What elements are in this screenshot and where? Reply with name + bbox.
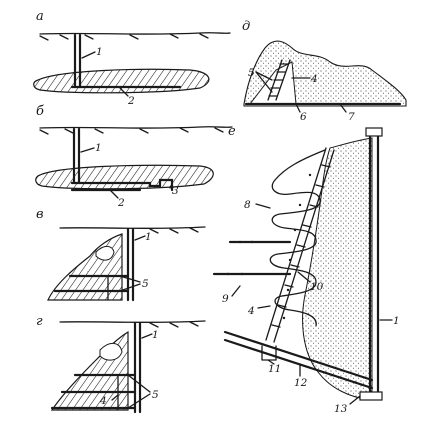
leader-7 [339,103,347,113]
label-12: 12 [294,377,308,389]
panel-g-letter: г [36,314,43,329]
label-6: 6 [300,111,307,123]
leader-10 [297,271,311,283]
leader-8 [255,203,271,209]
label-1: 1 [145,231,152,243]
ladder-rungs [271,164,331,328]
leader-2 [119,87,129,97]
surface-line [39,32,231,35]
panel-d-letter: д [242,19,250,34]
leader-6 [295,103,301,113]
label-2: 2 [127,95,135,107]
label-7: 7 [348,111,355,123]
stipple-marks [226,173,312,320]
label-4: 4 [99,395,107,407]
leader-13 [349,395,361,405]
leader-5 [119,275,141,292]
label-1: 1 [96,46,103,58]
panel-e-letter: е [228,124,236,139]
haulage-drift-12 [223,330,374,382]
label-5: 5 [248,67,255,79]
label-4: 4 [310,73,318,85]
label-5: 5 [152,389,159,401]
label-5: 5 [142,278,149,290]
panel-v: в 1 5 [36,207,206,302]
label-11: 11 [268,363,281,375]
ladder-rail-right [273,149,335,343]
panel-b: б 1 2 3 [35,104,233,209]
label-13: 13 [334,403,348,415]
label-10: 10 [310,281,324,293]
panel-a-letter: а [36,9,44,24]
leader-1 [134,235,146,241]
leader-4 [257,305,271,309]
panel-d: д 4 5 6 7 [242,19,407,123]
panel-e: е 8 10 9 4 [212,124,400,415]
stope-cavity [99,343,123,361]
leader-11 [267,359,275,365]
headframe [365,127,383,137]
ladder-rungs [268,63,289,97]
ladder-rail-left [265,147,327,341]
panel-g: г 1 4 5 [36,314,206,414]
leader-5 [127,374,151,409]
leader-1 [80,147,95,153]
leader-4 [111,394,119,401]
leader-1 [81,51,96,59]
label-9: 9 [222,293,229,305]
label-3: 3 [172,185,179,197]
panel-v-letter: в [36,207,44,222]
stope-cavity [95,245,115,261]
label-1: 1 [393,315,400,327]
sump-13 [359,391,383,401]
panel-a: а 1 2 [33,9,231,107]
surface-hatching [149,321,199,328]
surface-line [39,126,233,129]
label-1: 1 [95,142,102,154]
panel-b-letter: б [36,104,44,119]
label-8: 8 [244,199,251,211]
drift-2-with-branch [70,178,174,192]
haulage-drift-12-wall [223,338,374,390]
leader-3 [169,184,173,189]
leader-2 [109,189,119,199]
surface-line [59,226,206,230]
label-2: 2 [117,197,125,209]
ladder-rail-right [275,59,291,101]
ore-body [35,164,214,190]
serpentine-ramp [269,149,326,327]
surface-hatching [39,33,209,41]
leader-9 [231,285,241,297]
label-4: 4 [247,305,255,317]
surface-line [59,320,206,324]
surface-hatching [149,227,199,234]
surface-hatching [39,127,224,135]
label-1: 1 [152,329,159,341]
leader-1 [141,333,153,339]
leader-5 [255,71,273,93]
